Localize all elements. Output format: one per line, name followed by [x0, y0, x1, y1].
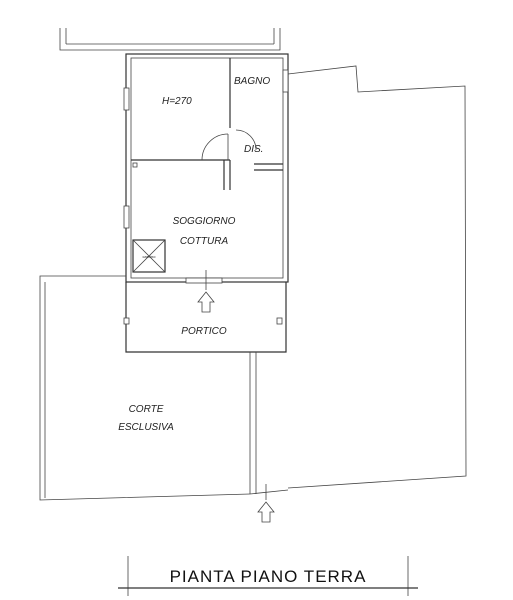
- living-label-line1: SOGGIORNO: [173, 216, 236, 227]
- yard-outline: [39, 275, 289, 501]
- porch-label: PORTICO: [181, 326, 227, 337]
- upper-wall-fragment: [59, 28, 281, 51]
- neighbour-outline: [287, 65, 467, 489]
- entrance-arrow-icon: [257, 484, 275, 523]
- porch-walls: [123, 282, 287, 353]
- chimney-box-icon: [132, 239, 166, 273]
- title-block: [118, 556, 418, 596]
- yard-label-line2: ESCLUSIVA: [118, 422, 174, 433]
- yard-label-line1: CORTE: [129, 404, 164, 415]
- living-label-line2: COTTURA: [180, 236, 229, 247]
- unit-walls: [123, 53, 289, 284]
- chimney-box-label: camino: [143, 254, 157, 259]
- entrance-arrow-icon: [197, 270, 215, 313]
- bathroom-label: BAGNO: [234, 76, 270, 87]
- corner-marker: [132, 162, 138, 168]
- hallway-label: DIS.: [244, 144, 263, 155]
- plan-title: PIANTA PIANO TERRA: [170, 567, 367, 586]
- height-label: H=270: [162, 96, 192, 107]
